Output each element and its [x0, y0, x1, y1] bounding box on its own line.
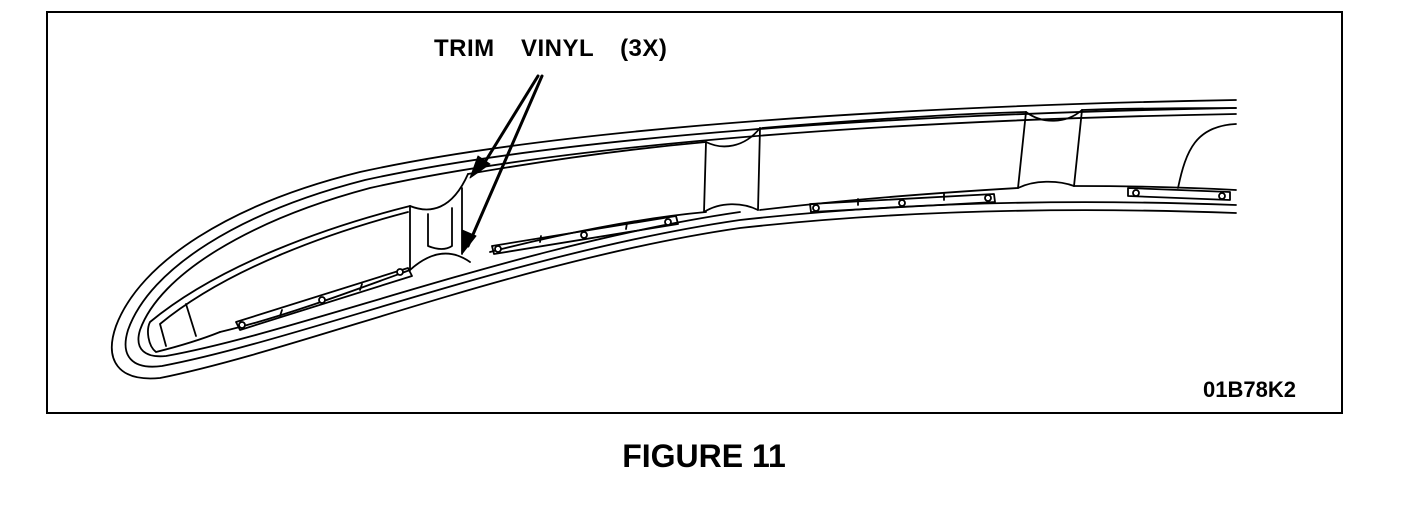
- rib-2-right: [757, 127, 761, 211]
- leader-line-2: [466, 74, 544, 248]
- rib-3-left: [1017, 111, 1027, 189]
- channel-bottom-segment-2: [759, 187, 1019, 211]
- channel-lower-edge: [219, 269, 411, 333]
- rib-2-bottom-arc: [703, 203, 759, 213]
- fastener-strip-2: [491, 215, 679, 255]
- arrowheads: [461, 155, 491, 255]
- fastener-strip-4: [1127, 187, 1231, 201]
- molding-outer-edge: [111, 99, 1237, 380]
- leader-line-1: [478, 74, 540, 172]
- end-rib: [1177, 123, 1237, 189]
- leader-arrows: [466, 74, 544, 248]
- channel-bevel: [185, 303, 197, 337]
- molding-edge-line-3: [137, 113, 1237, 358]
- channel-bottom-segment-3: [1073, 185, 1237, 191]
- rib-3-right: [1073, 109, 1083, 187]
- channel-upper-edge: [147, 205, 411, 353]
- rib-1-top-arc: [409, 173, 469, 211]
- channel-top-segment-3: [1081, 107, 1237, 111]
- rib-1-bottom-arc: [409, 252, 471, 271]
- fastener-strip-3: [809, 193, 996, 213]
- rib-2-top-arc: [705, 127, 761, 148]
- callout-label: TRIM VINYL (3X): [434, 35, 668, 62]
- channel-top-segment-2: [761, 111, 1027, 129]
- rib-2-left: [703, 141, 707, 213]
- rib-1-panel: [427, 207, 453, 250]
- figure-id: 01B78K2: [1203, 377, 1296, 402]
- figure-frame: [46, 11, 1343, 414]
- fastener-ticks: [279, 193, 945, 317]
- fastener-strip-1: [235, 267, 413, 331]
- arrowhead-1: [469, 155, 491, 179]
- channel-upper-edge-2: [159, 211, 409, 347]
- channel-bottom-segment-1: [489, 211, 707, 253]
- figure-caption: FIGURE 11: [622, 438, 786, 474]
- rib-3-bottom-arc: [1017, 180, 1075, 189]
- fastener-holes: [238, 189, 1226, 329]
- arrowhead-2: [461, 229, 477, 255]
- rib-3-top-arc: [1025, 109, 1083, 122]
